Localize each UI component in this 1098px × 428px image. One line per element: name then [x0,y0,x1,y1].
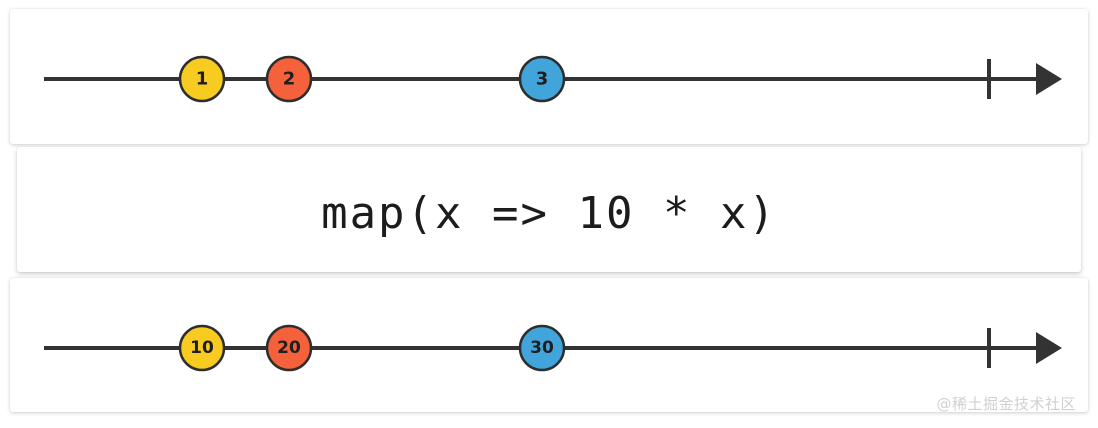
result-marble-2[interactable]: 20 [265,324,313,372]
operator-panel [17,147,1081,272]
site-watermark: @稀土掘金技术社区 [936,395,1076,413]
source-arrow-head [1036,63,1062,95]
marble-circle [518,55,566,103]
source-timeline: 1 2 3 [44,55,1062,103]
marble-label: 20 [277,338,301,358]
marble-label: 30 [530,338,554,358]
result-marble-3[interactable]: 30 [518,324,566,372]
marble-circle [178,55,226,103]
result-arrow-head [1036,332,1062,364]
marble-label: 10 [190,338,214,358]
source-marble-3[interactable]: 3 [518,55,566,103]
marble-circle [518,324,566,372]
source-stream-panel: 1 2 3 [10,9,1088,144]
operator-expression: map(x => 10 * x) [321,188,777,239]
result-timeline: 10 20 30 [44,324,1062,372]
result-marble-1[interactable]: 10 [178,324,226,372]
marble-label: 1 [196,69,209,90]
marble-label: 3 [536,69,549,90]
marble-circle [265,324,313,372]
source-marble-1[interactable]: 1 [178,55,226,103]
marble-circle [265,55,313,103]
source-marble-2[interactable]: 2 [265,55,313,103]
marble-label: 2 [283,69,296,90]
result-stream-panel: 10 20 30 [10,278,1088,412]
marble-circle [178,324,226,372]
